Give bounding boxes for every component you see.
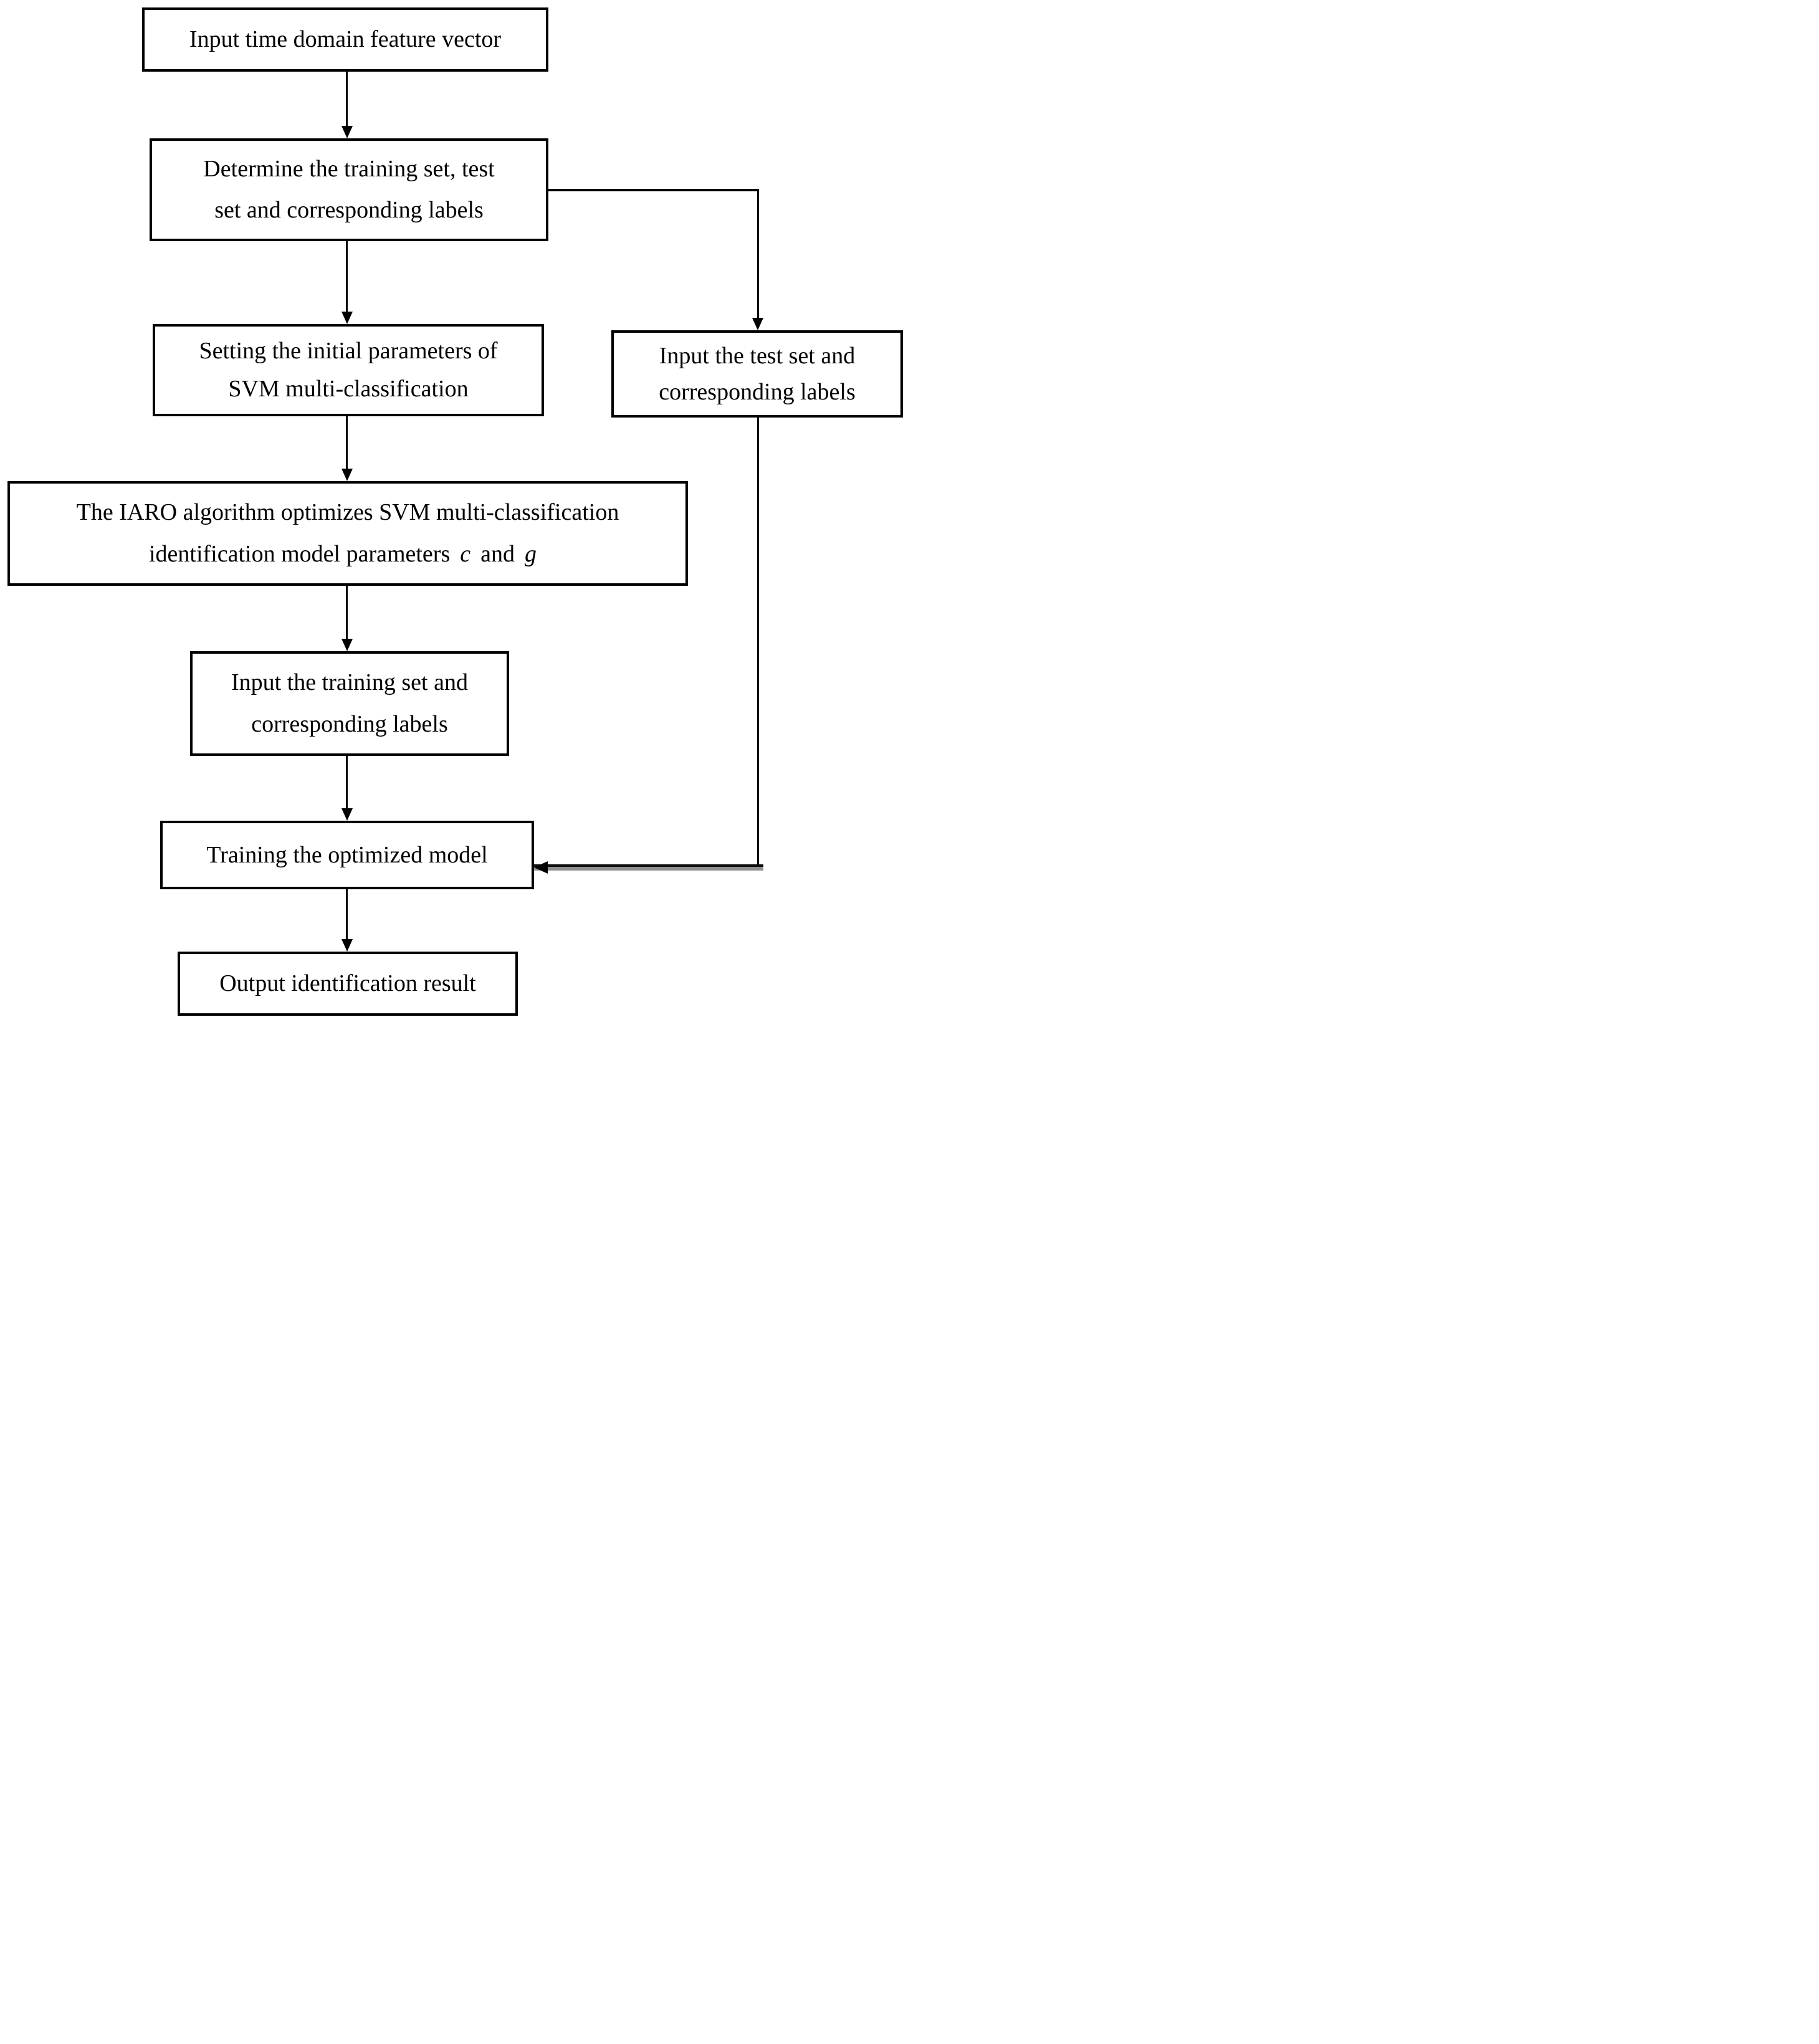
flow-node-init-params: Setting the initial parameters of SVM mu… <box>153 324 544 416</box>
node-line: Setting the initial parameters of <box>199 338 498 365</box>
connector-test-to-train-vertical <box>757 418 759 869</box>
node-line: set and corresponding labels <box>214 197 484 224</box>
node-line: Input time domain feature vector <box>189 26 502 53</box>
param-c: c <box>460 541 471 568</box>
node-line: The IARO algorithm optimizes SVM multi-c… <box>76 499 619 525</box>
connector-input-to-determine <box>346 72 348 129</box>
node-line: corresponding labels <box>251 711 448 738</box>
arrowhead-into-train-side <box>534 861 548 874</box>
connector-determine-to-test-horizontal <box>548 189 759 191</box>
node-line-formula: identification model parameters c and g <box>149 541 547 568</box>
node-line: Output identification result <box>219 970 476 997</box>
flow-node-input-training: Input the training set and corresponding… <box>190 651 509 756</box>
flow-node-output-result: Output identification result <box>178 952 518 1016</box>
formula-text: identification model parameters <box>148 541 451 568</box>
node-line: Input the test set and <box>659 342 856 369</box>
connector-determine-to-test-vertical <box>757 189 759 320</box>
arrowhead-into-test <box>752 318 763 330</box>
node-line: Determine the training set, test <box>203 155 495 182</box>
flow-node-train-model: Training the optimized model <box>160 821 534 889</box>
connector-training-input-to-train <box>346 756 348 811</box>
connector-test-to-train-horizontal <box>534 864 763 871</box>
connector-iaro-to-training-input <box>346 586 348 641</box>
arrowhead-into-init <box>341 312 353 324</box>
connector-train-to-output <box>346 889 348 942</box>
node-line: SVM multi-classification <box>228 376 469 403</box>
connector-determine-to-init <box>346 241 348 314</box>
arrowhead-into-training-input <box>341 639 353 651</box>
node-line: Input the training set and <box>231 669 468 695</box>
flow-node-input-test: Input the test set and corresponding lab… <box>611 330 903 418</box>
node-line: corresponding labels <box>659 378 856 405</box>
flowchart-canvas: Input time domain feature vector Determi… <box>0 0 910 1022</box>
arrowhead-into-determine <box>341 126 353 138</box>
flow-node-iaro-optimize: The IARO algorithm optimizes SVM multi-c… <box>7 481 688 586</box>
param-g: g <box>525 541 537 568</box>
arrowhead-into-output <box>341 939 353 952</box>
arrowhead-into-train <box>341 808 353 821</box>
flow-node-input-vector: Input time domain feature vector <box>142 7 548 72</box>
formula-text: and <box>480 541 515 568</box>
connector-init-to-iaro <box>346 416 348 471</box>
flow-node-determine-sets: Determine the training set, test set and… <box>150 138 548 241</box>
arrowhead-into-iaro <box>341 469 353 481</box>
node-line: Training the optimized model <box>206 841 488 868</box>
